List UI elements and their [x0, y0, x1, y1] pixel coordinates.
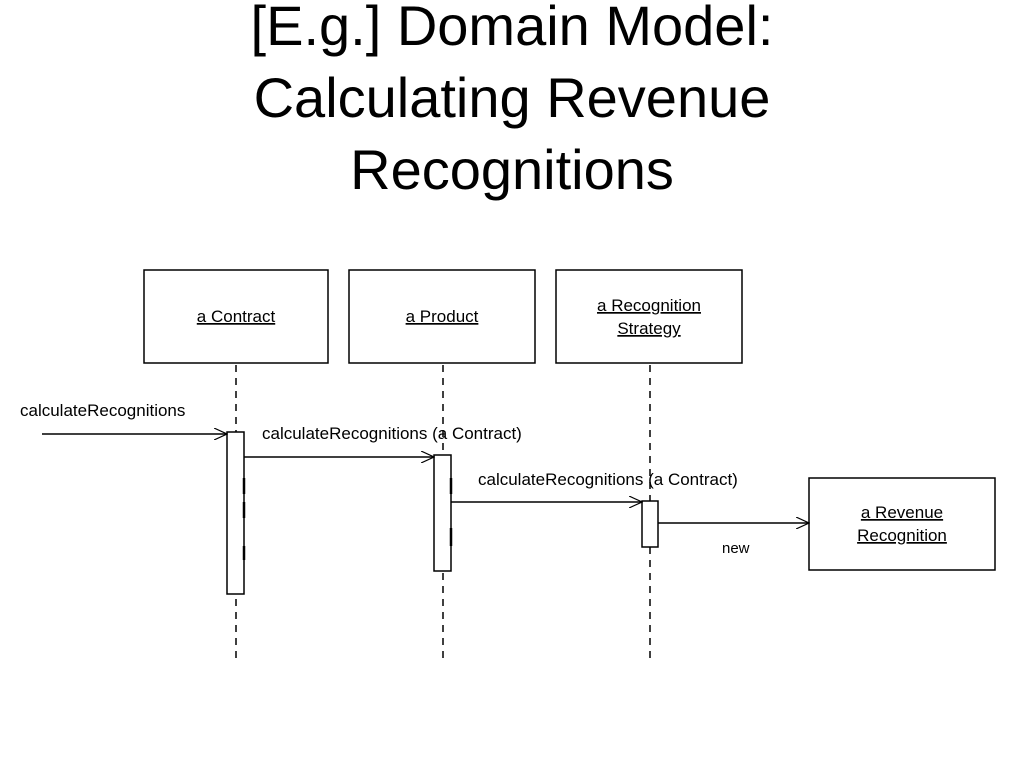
- title-line-1: [E.g.] Domain Model:: [250, 0, 774, 57]
- title-line-3: Recognitions: [350, 138, 674, 201]
- object-product: a Product: [348, 269, 536, 364]
- object-strategy: a Recognition Strategy: [555, 269, 743, 364]
- object-revenue-recognition-label-line-1: a Revenue: [861, 503, 943, 522]
- message-4-label: new: [722, 540, 750, 557]
- activation-product: [433, 454, 452, 572]
- slide-title: [E.g.] Domain Model: Calculating Revenue…: [112, 0, 912, 206]
- message-2-label: calculateRecognitions (a Contract): [262, 424, 522, 443]
- message-1-label: calculateRecognitions: [20, 401, 185, 420]
- object-contract-label: a Contract: [197, 307, 276, 326]
- object-revenue-recognition: a Revenue Recognition: [808, 477, 996, 571]
- object-strategy-label-line-1: a Recognition: [597, 296, 701, 315]
- object-revenue-recognition-label-line-2: Recognition: [857, 526, 947, 545]
- title-line-2: Calculating Revenue: [253, 66, 771, 129]
- message-3-label: calculateRecognitions (a Contract): [478, 470, 738, 489]
- activation-contract: [226, 431, 245, 595]
- object-contract: a Contract: [143, 269, 329, 364]
- object-strategy-label-line-2: Strategy: [617, 319, 681, 338]
- activation-strategy: [641, 500, 659, 548]
- object-product-label: a Product: [406, 307, 479, 326]
